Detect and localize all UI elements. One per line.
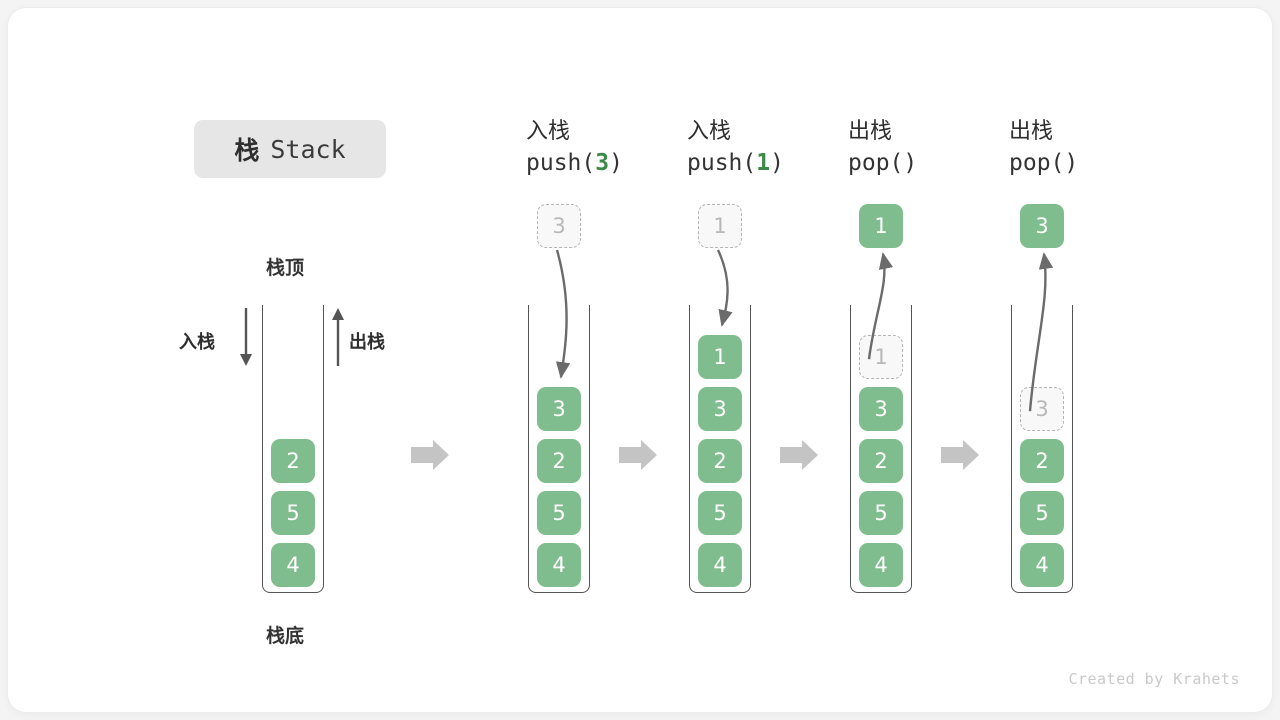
- code-argument: 1: [756, 150, 771, 176]
- stack-container-initial: [262, 305, 324, 593]
- column-header-push-1: 入栈 push(1): [687, 116, 887, 180]
- credit-text: Created by Krahets: [1068, 670, 1240, 688]
- code-suffix: ): [770, 150, 784, 176]
- column-header-code: pop(): [1009, 146, 1209, 180]
- column-header-code: push(3): [526, 146, 726, 180]
- stack-cell: 2: [271, 439, 315, 483]
- stack-cell: 3: [859, 387, 903, 431]
- stack-cell: 3: [698, 387, 742, 431]
- column-header-cn: 出栈: [848, 118, 893, 143]
- stack-cell: 4: [537, 543, 581, 587]
- stack-cell: 5: [1020, 491, 1064, 535]
- stack-cell: 3: [537, 387, 581, 431]
- stack-container-pop-2: [1011, 305, 1073, 593]
- push-arrow-icon: [240, 308, 252, 366]
- push-direction-label: 入栈: [179, 332, 215, 352]
- column-header-pop-2: 出栈 pop(): [1009, 116, 1209, 180]
- code-prefix: push(: [526, 150, 596, 176]
- code-suffix: ): [1064, 150, 1079, 176]
- step-arrow-icon: [780, 440, 818, 470]
- stack-cell: 5: [537, 491, 581, 535]
- stack-container-pop-1: [850, 305, 912, 593]
- stack-container-push-3: [528, 305, 590, 593]
- step-arrow-icon: [941, 440, 979, 470]
- column-header-code: push(1): [687, 146, 887, 180]
- stack-container-push-1: [689, 305, 751, 593]
- stack-cell: 2: [537, 439, 581, 483]
- incoming-value-box: 3: [537, 204, 581, 248]
- code-argument: 3: [595, 150, 610, 176]
- stack-bottom-label: 栈底: [266, 626, 305, 647]
- code-prefix: push(: [687, 150, 757, 176]
- stack-cell: 2: [698, 439, 742, 483]
- stack-cell: 4: [1020, 543, 1064, 587]
- stack-cell: 4: [698, 543, 742, 587]
- code-prefix: pop(: [848, 150, 904, 176]
- column-header-pop-1: 出栈 pop(): [848, 116, 1048, 180]
- step-arrow-icon: [411, 440, 449, 470]
- code-suffix: ): [903, 150, 918, 176]
- stack-cell: 1: [698, 335, 742, 379]
- stack-cell: 4: [859, 543, 903, 587]
- code-prefix: pop(: [1009, 150, 1065, 176]
- stack-cell: 5: [698, 491, 742, 535]
- popped-value-box: 3: [1020, 204, 1064, 248]
- title-badge: 栈 Stack: [194, 120, 386, 178]
- code-suffix: ): [609, 150, 623, 176]
- stack-top-label: 栈顶: [266, 258, 305, 279]
- popped-value-box: 1: [859, 204, 903, 248]
- stack-cell: 5: [859, 491, 903, 535]
- title-cn: 栈: [234, 137, 261, 165]
- arrow-layer: [240, 249, 1054, 470]
- column-header-cn: 出栈: [1009, 118, 1054, 143]
- incoming-value-box: 1: [698, 204, 742, 248]
- column-header-push-3: 入栈 push(3): [526, 116, 726, 180]
- stack-cell-removed: 3: [1020, 387, 1064, 431]
- stack-cell: 4: [271, 543, 315, 587]
- pop-direction-label: 出栈: [349, 332, 385, 352]
- column-header-cn: 入栈: [687, 118, 732, 143]
- column-header-cn: 入栈: [526, 118, 571, 143]
- stack-cell: 2: [859, 439, 903, 483]
- stack-cell-removed: 1: [859, 335, 903, 379]
- pop-arrow-icon: [332, 308, 344, 366]
- title-en: Stack: [270, 134, 346, 164]
- column-header-code: pop(): [848, 146, 1048, 180]
- step-arrow-icon: [619, 440, 657, 470]
- stack-cell: 5: [271, 491, 315, 535]
- stack-cell: 2: [1020, 439, 1064, 483]
